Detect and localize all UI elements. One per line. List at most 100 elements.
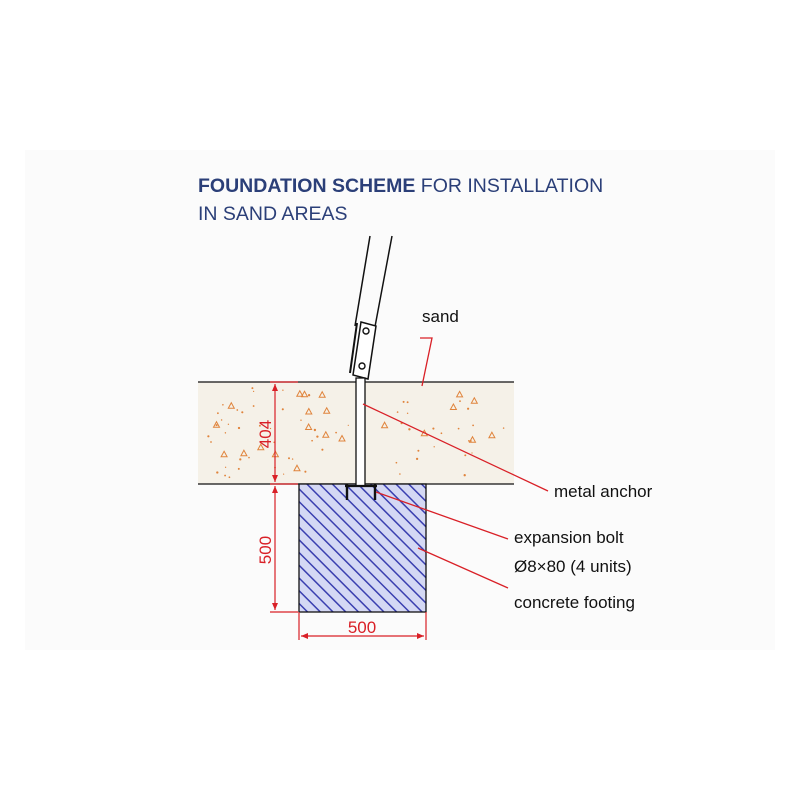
sand-grain <box>406 401 409 404</box>
label-metal-anchor: metal anchor <box>554 482 653 501</box>
sand-grain <box>248 456 250 459</box>
diagram-title: FOUNDATION SCHEME FOR INSTALLATION IN SA… <box>198 172 603 228</box>
sand-grain <box>463 474 466 477</box>
sand-grain <box>227 423 230 425</box>
metal-anchor-post <box>355 377 366 487</box>
pole-right-edge <box>373 235 393 333</box>
sand-grain <box>269 427 272 430</box>
sand-grain <box>237 467 240 470</box>
sand-grain <box>217 412 219 415</box>
sand-grain <box>222 404 224 406</box>
bracket-bolt-bottom <box>358 362 366 370</box>
bracket-edge <box>349 322 358 374</box>
pole-left-edge <box>354 235 371 327</box>
sand-grain <box>321 448 324 451</box>
sand-pebble <box>293 464 301 472</box>
sand-pebble <box>304 407 313 415</box>
sand-grain <box>239 458 242 461</box>
sand-grain <box>468 440 470 442</box>
title-rest-part: FOR INSTALLATION <box>415 175 604 197</box>
sand-grain <box>395 461 398 464</box>
title-line-1: FOUNDATION SCHEME FOR INSTALLATION <box>198 172 603 200</box>
sand-grain <box>228 476 231 479</box>
sand-grain <box>335 431 337 434</box>
leader-expansion-bolt <box>375 491 509 540</box>
sand-grain <box>216 471 219 474</box>
sand-grain <box>311 439 313 442</box>
sand-grain <box>502 427 505 429</box>
sand-grain <box>307 394 311 397</box>
sand-grain <box>220 419 223 421</box>
sand-grain <box>432 427 435 430</box>
sand-grain <box>472 424 474 427</box>
sand-grain <box>288 457 290 460</box>
sand-pebble <box>304 422 313 430</box>
sand-grain <box>252 405 255 407</box>
dim-footing-height: 500 <box>256 536 275 564</box>
sand-grain <box>408 428 411 431</box>
dim-sand-depth: 404 <box>256 420 275 448</box>
title-bold-part: FOUNDATION SCHEME <box>198 175 416 197</box>
sand-pebble <box>449 402 458 410</box>
title-line-2: IN SAND AREAS <box>198 203 348 225</box>
sand-grain <box>210 441 212 443</box>
sand-grain <box>464 454 467 457</box>
sand-pebble <box>488 431 496 439</box>
sand-grain <box>347 424 349 426</box>
sand-grain <box>316 435 319 438</box>
label-concrete-footing: concrete footing <box>514 593 635 612</box>
sand-grain <box>251 387 254 390</box>
sand-pebble <box>468 435 477 443</box>
sand-grain <box>281 408 284 411</box>
sand-grain <box>236 409 239 411</box>
sand-grain <box>415 457 419 461</box>
sand-grain <box>417 449 420 452</box>
sand-grain <box>396 411 399 413</box>
sand-pebble <box>455 390 464 398</box>
label-sand: sand <box>422 307 459 326</box>
bracket-bolt-top <box>362 327 370 335</box>
sand-grain <box>402 400 405 403</box>
sand-grain <box>224 466 227 468</box>
sand-pebble <box>295 389 304 397</box>
sand-grain <box>283 473 285 475</box>
sand-pebble <box>322 406 331 414</box>
sand-grain <box>252 390 255 393</box>
sand-grain <box>258 424 261 427</box>
sand-grain <box>291 458 294 460</box>
sand-grain <box>224 474 227 477</box>
leader-concrete-footing <box>417 547 509 589</box>
sand-grain <box>399 473 401 475</box>
sand-grain <box>241 411 244 414</box>
sand-grain <box>406 412 409 414</box>
sand-pebble <box>212 420 221 428</box>
sand-pebble <box>240 449 248 457</box>
dim-footing-width: 500 <box>348 618 376 637</box>
sand-grain <box>300 419 302 421</box>
sand-pebble <box>256 443 265 451</box>
sand-pebble <box>227 401 236 409</box>
sand-pebble <box>380 421 389 429</box>
sand-grain <box>207 435 210 438</box>
label-bolt-spec: Ø8×80 (4 units) <box>514 557 632 576</box>
label-expansion-bolt: expansion bolt <box>514 528 624 547</box>
sand-grain <box>237 426 241 430</box>
sand-pebble <box>321 430 330 438</box>
sand-pebble <box>300 390 309 398</box>
sand-grain <box>304 470 307 473</box>
sand-grain <box>224 432 227 434</box>
sand-grain <box>467 407 470 410</box>
sand-grain <box>215 424 218 427</box>
sand-grain <box>433 446 435 448</box>
sand-grain <box>471 452 473 454</box>
sand-grain <box>459 400 461 402</box>
sand-pebble <box>318 390 327 398</box>
leader-sand <box>420 337 433 387</box>
sand-pebble <box>338 434 346 442</box>
sand-grain <box>313 428 317 432</box>
sand-grain <box>282 389 284 391</box>
sand-grain <box>457 427 460 430</box>
leader-metal-anchor <box>362 403 549 492</box>
